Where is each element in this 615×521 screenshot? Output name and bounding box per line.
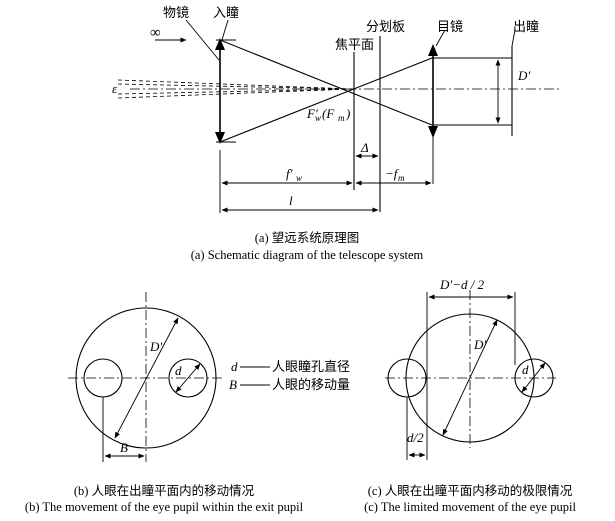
- label-eyepiece: 目镜: [437, 19, 463, 34]
- label-d-c: d: [522, 362, 529, 377]
- caption-b-cn: (b) 人眼在出瞳平面内的移动情况: [74, 483, 255, 498]
- caption-c-cn: (c) 人眼在出瞳平面内移动的极限情况: [368, 483, 573, 498]
- svg-text:(F: (F: [322, 106, 335, 121]
- label-delta: Δ: [360, 140, 369, 155]
- main-rays: [219, 39, 433, 143]
- objective-arrow-head-bottom: [215, 132, 225, 144]
- label-half-d: d/2: [407, 430, 424, 445]
- panel-a-schematic: 物镜 入瞳 ∞ 分划板 焦平面 目镜 出瞳 ε D′ F′ w (F m ) Δ…: [112, 5, 560, 262]
- label-reticle: 分划板: [366, 19, 405, 34]
- label-entrance-pupil: 入瞳: [213, 5, 239, 20]
- label-exit-D: D′: [517, 68, 530, 83]
- caption-a-en: (a) Schematic diagram of the telescope s…: [191, 248, 424, 262]
- objective-arrow-head-top: [215, 38, 225, 50]
- label-fm: −f m: [385, 166, 405, 183]
- label-exit-pupil: 出瞳: [513, 19, 539, 34]
- dim-D-b: [114, 317, 179, 439]
- svg-text:人眼瞳孔直径: 人眼瞳孔直径: [272, 359, 350, 374]
- label-focal-plane: 焦平面: [335, 37, 374, 52]
- label-l: l: [289, 193, 293, 208]
- dim-D-c: [442, 319, 498, 436]
- label-focus: F′ w (F m ): [306, 106, 350, 123]
- eye-pupil-right-c: [514, 358, 554, 398]
- svg-text:): ): [345, 106, 350, 121]
- label-D-b: D′: [149, 339, 162, 354]
- legend-b: d 人眼瞳孔直径 B 人眼的移动量: [229, 359, 350, 392]
- exit-beam: [432, 57, 512, 126]
- svg-text:m: m: [398, 173, 405, 183]
- svg-text:f′: f′: [286, 166, 293, 181]
- label-B: B: [120, 440, 128, 455]
- caption-b-en: (b) The movement of the eye pupil within…: [25, 500, 304, 514]
- svg-text:F′: F′: [306, 106, 318, 121]
- svg-text:w: w: [296, 173, 302, 183]
- label-epsilon: ε: [112, 81, 118, 96]
- label-objective: 物镜: [163, 5, 189, 20]
- svg-text:d: d: [231, 359, 238, 374]
- label-infinity: ∞: [150, 25, 161, 41]
- dim-d-c: [521, 362, 546, 393]
- caption-c-en: (c) The limited movement of the eye pupi…: [364, 500, 576, 514]
- label-d-b: d: [175, 363, 182, 378]
- dim-d-b: [175, 363, 201, 393]
- svg-text:人眼的移动量: 人眼的移动量: [272, 377, 350, 392]
- label-fw: f′ w: [286, 166, 302, 183]
- svg-text:B: B: [229, 377, 237, 392]
- label-top-c: D′−d / 2: [439, 277, 485, 292]
- svg-text:−f: −f: [385, 166, 400, 181]
- svg-text:m: m: [338, 113, 345, 123]
- panel-c-limit: D′−d / 2 D′ d d/2 (c) 人眼在出瞳平面内移动的极限情况 (c…: [364, 277, 576, 514]
- label-D-c: D′: [473, 337, 486, 352]
- svg-text:w: w: [315, 113, 321, 123]
- caption-a-cn: (a) 望远系统原理图: [255, 230, 360, 245]
- panel-b-movement: D′ d B d 人眼瞳孔直径 B 人眼的移动量 (b) 人眼在出瞳平面内的移动…: [25, 292, 350, 514]
